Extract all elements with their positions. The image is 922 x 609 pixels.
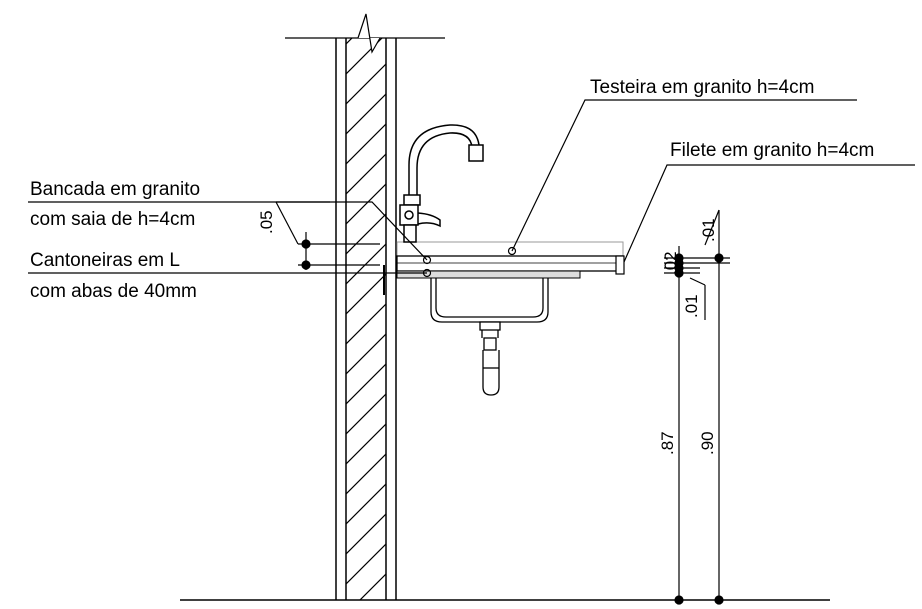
label-filete: Filete em granito h=4cm bbox=[670, 140, 874, 161]
filete bbox=[615, 255, 625, 275]
wall bbox=[285, 13, 445, 600]
dim-text-01-bottom: .01 bbox=[682, 294, 701, 318]
dimension-chain-right bbox=[664, 209, 730, 605]
label-cantoneiras-line2: com abas de 40mm bbox=[30, 281, 197, 302]
dim-text-02: .02 bbox=[661, 251, 680, 275]
leader-lines bbox=[28, 99, 915, 278]
dim-text-90: .90 bbox=[698, 431, 717, 455]
label-bancada-line1: Bancada em granito bbox=[30, 179, 200, 200]
countertop-slab bbox=[396, 255, 624, 272]
cantoneira-bracket bbox=[396, 270, 581, 279]
label-cantoneiras-line1: Cantoneiras em L bbox=[30, 250, 180, 271]
sink-bowl bbox=[430, 278, 549, 396]
faucet bbox=[399, 124, 484, 243]
dimension-05 bbox=[275, 201, 380, 270]
label-testeira: Testeira em granito h=4cm bbox=[590, 77, 814, 98]
break-symbol bbox=[357, 13, 381, 54]
dim-text-01-top: .01 bbox=[699, 218, 718, 242]
label-bancada-line2: com saia de h=4cm bbox=[30, 209, 195, 230]
dim-text-05: .05 bbox=[257, 210, 276, 234]
dim-text-87: .87 bbox=[658, 431, 677, 455]
